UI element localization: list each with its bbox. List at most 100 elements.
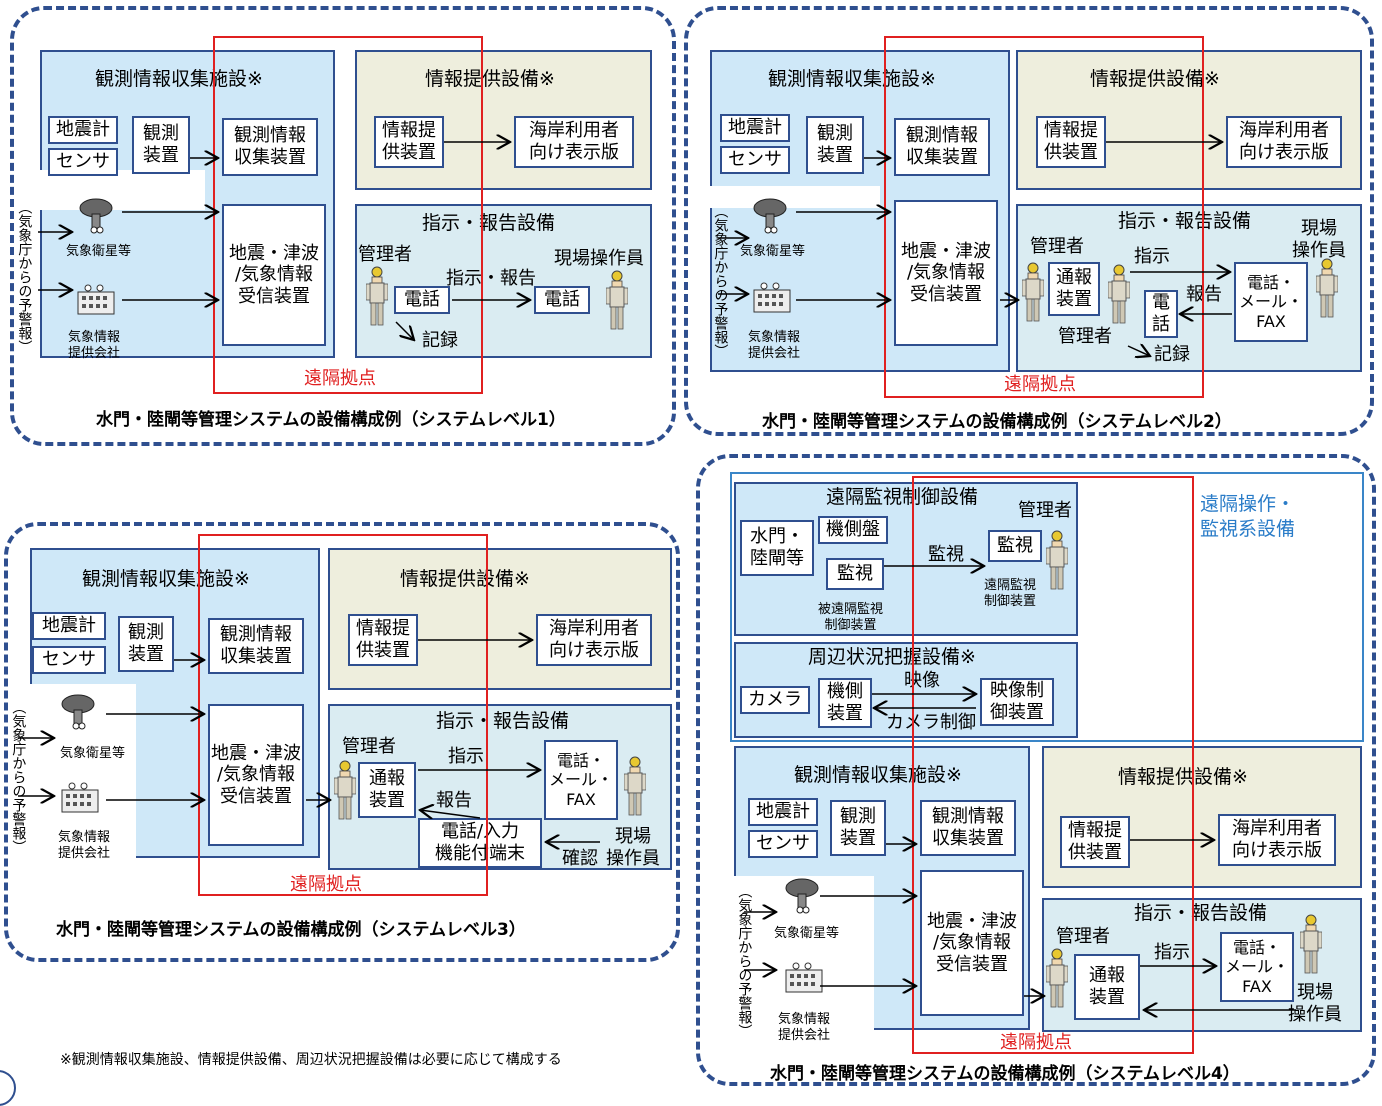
phone-box-right: 電話 — [534, 286, 590, 314]
instruct-facility-title: 指示・報告設備 — [422, 212, 556, 234]
notify-device-box: 通報 装置 — [358, 762, 416, 818]
obs-facility-title: 観測情報収集施設※ — [794, 764, 962, 786]
confirm-label: 確認 — [562, 848, 598, 869]
field-operator-person-icon — [1300, 914, 1322, 974]
instruct-label: 指示 — [1134, 246, 1170, 267]
info-facility-title: 情報提供設備※ — [1118, 766, 1248, 788]
monitor-box-right: 監視 — [988, 530, 1042, 562]
manager-label: 管理者 — [358, 244, 412, 265]
remote-base-label: 遠隔拠点 — [1004, 374, 1076, 395]
display-box: 海岸利用者 向け表示版 — [1218, 814, 1336, 866]
instruct-facility-title: 指示・報告設備 — [1134, 902, 1268, 924]
satellite-dish-icon — [61, 694, 95, 730]
instruct-facility-title: 指示・報告設備 — [1118, 210, 1252, 232]
panel-level2 — [684, 6, 1374, 436]
obs-collect-box: 観測情報 収集装置 — [208, 618, 304, 674]
obs-facility-title: 観測情報収集施設※ — [82, 568, 250, 590]
satellite-label: 気象衛星等 — [60, 746, 126, 761]
quake-receiver-box: 地震・津波 /気象情報 受信装置 — [222, 204, 326, 346]
sensor-box: センサ — [48, 148, 118, 176]
info-device-box: 情報提 供装置 — [1036, 116, 1106, 168]
side-panel-box: 機側盤 — [818, 516, 888, 544]
remote-base-frame — [912, 476, 1194, 1054]
obs-device-box: 観測 装置 — [806, 116, 864, 174]
weather-company-label: 気象情報 提供会社 — [748, 330, 801, 361]
seismometer-box: 地震計 — [32, 612, 106, 640]
report-label: 報告 — [1186, 284, 1222, 305]
building-icon — [61, 782, 99, 813]
info-device-box: 情報提 供装置 — [374, 116, 444, 168]
monitor-box-left: 監視 — [826, 558, 884, 590]
field-operator-label: 現場 操作員 — [606, 826, 660, 869]
obs-collect-box: 観測情報 収集装置 — [920, 800, 1016, 856]
info-device-box: 情報提 供装置 — [348, 614, 418, 666]
notify-device-box: 通報 装置 — [1048, 262, 1100, 316]
remote-monitored-label: 被遠隔監視 制御装置 — [818, 602, 884, 633]
instruct-report-label: 指示・報告 — [446, 268, 536, 289]
monitor-label: 監視 — [928, 544, 964, 565]
manager-label: 管理者 — [1056, 926, 1110, 947]
sensor-box: センサ — [32, 646, 106, 674]
remote-base-label: 遠隔拠点 — [290, 874, 362, 895]
satellite-label: 気象衛星等 — [774, 926, 840, 941]
panel-level4 — [696, 454, 1376, 1086]
obs-device-box: 観測 装置 — [118, 616, 174, 672]
remote-facility-title: 遠隔監視制御設備 — [826, 486, 979, 508]
info-facility-title: 情報提供設備※ — [1090, 68, 1220, 90]
remote-controller-label: 遠隔監視 制御装置 — [984, 578, 1037, 609]
manager-label: 管理者 — [342, 736, 396, 757]
sensor-box: センサ — [748, 830, 818, 858]
field-operator-person-icon — [606, 270, 628, 330]
remote-ops-label: 遠隔操作・ 監視系設備 — [1200, 493, 1296, 540]
manager-person-icon — [1022, 262, 1044, 322]
camera-ctrl-label: カメラ制御 — [886, 712, 976, 733]
satellite-dish-icon — [79, 198, 113, 234]
manager-label-2: 管理者 — [1058, 326, 1112, 347]
obs-collect-box: 観測情報 収集装置 — [222, 118, 318, 176]
notify-device-box: 通報 装置 — [1074, 954, 1140, 1020]
instruct-label: 指示 — [448, 746, 484, 767]
manager-label: 管理者 — [1018, 500, 1072, 521]
info-device-box: 情報提 供装置 — [1060, 816, 1130, 868]
weather-company-label: 気象情報 提供会社 — [58, 830, 111, 861]
record-label: 記録 — [422, 330, 458, 351]
weather-company-label: 気象情報 提供会社 — [778, 1012, 831, 1043]
phone-mail-fax-box: 電話・ メール・ FAX — [1234, 262, 1308, 342]
display-box: 海岸利用者 向け表示版 — [1226, 116, 1342, 168]
phone-mail-fax-box: 電話・ メール・ FAX — [1220, 932, 1294, 1002]
field-operator-person-icon — [1316, 258, 1338, 318]
satellite-label: 気象衛星等 — [740, 244, 806, 259]
building-icon — [77, 284, 115, 315]
caption-level2: 水門・陸閘等管理システムの設備構成例（システムレベル2） — [762, 412, 1232, 432]
report-label: 報告 — [436, 790, 472, 811]
instruct-facility-title: 指示・報告設備 — [436, 710, 570, 732]
obs-facility-title: 観測情報収集施設※ — [95, 68, 263, 90]
video-ctrl-box: 映像制 御装置 — [980, 678, 1054, 726]
manager-person-icon — [1108, 264, 1130, 324]
field-operator-label: 現場 操作員 — [1292, 218, 1346, 261]
satellite-dish-icon — [785, 878, 819, 914]
quake-receiver-box: 地震・津波 /気象情報 受信装置 — [920, 870, 1024, 1016]
caption-level3: 水門・陸閘等管理システムの設備構成例（システムレベル3） — [56, 920, 526, 940]
manager-person-icon — [1046, 530, 1068, 590]
quake-receiver-box: 地震・津波 /気象情報 受信装置 — [894, 200, 998, 346]
display-box: 海岸利用者 向け表示版 — [514, 116, 634, 168]
gate-box: 水門・ 陸閘等 — [740, 520, 814, 576]
jma-note: （気象庁からの予警報） — [16, 200, 33, 354]
instruct-label: 指示 — [1154, 942, 1190, 963]
side-device-box: 機側 装置 — [818, 678, 872, 728]
manager-label: 管理者 — [1030, 236, 1084, 257]
obs-collect-box: 観測情報 収集装置 — [894, 118, 990, 176]
phone-v-box: 電 話 — [1144, 290, 1178, 338]
info-facility-title: 情報提供設備※ — [425, 68, 555, 90]
obs-device-box: 観測 装置 — [830, 800, 886, 856]
obs-facility-title: 観測情報収集施設※ — [768, 68, 936, 90]
obs-device-box: 観測 装置 — [132, 116, 190, 174]
obs-facility-l1-cut — [40, 170, 205, 210]
seismometer-box: 地震計 — [48, 116, 118, 144]
jma-note: （気象庁からの予警報） — [736, 884, 753, 1038]
phone-box-left: 電話 — [394, 286, 450, 314]
seismometer-box: 地震計 — [748, 798, 818, 826]
manager-person-icon — [1046, 948, 1068, 1008]
